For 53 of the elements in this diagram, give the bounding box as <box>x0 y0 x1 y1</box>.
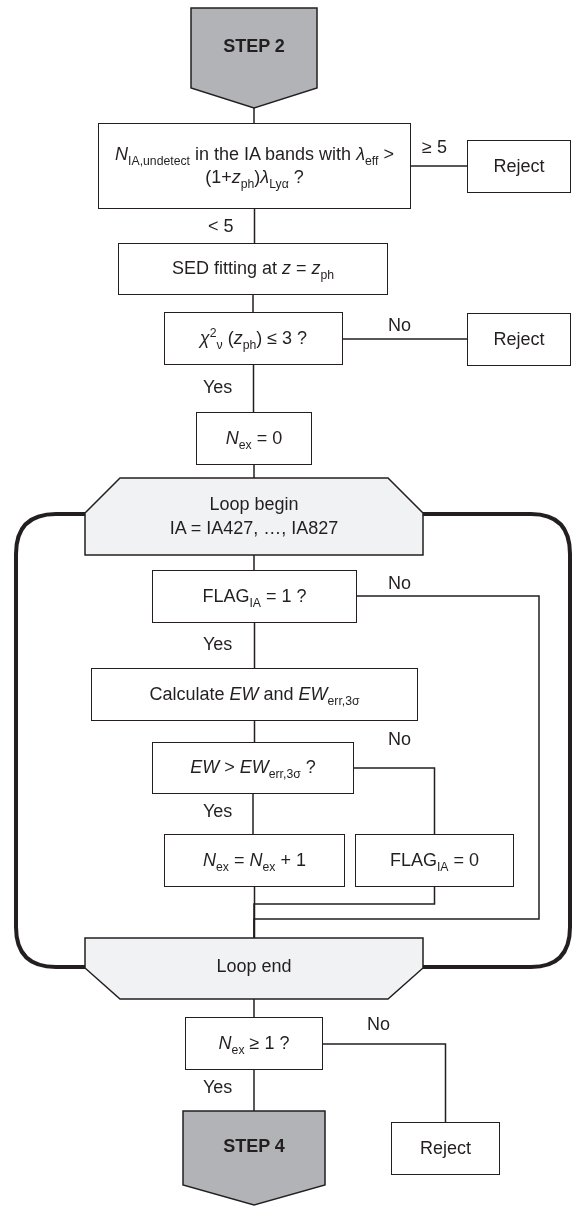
connector-line <box>253 1069 255 1112</box>
connector-line <box>253 622 256 669</box>
offpage-connector-shape <box>183 1111 325 1205</box>
decision-box <box>152 742 354 794</box>
box-text: FLAG$_{IA}$ = 1 ? <box>201 584 308 609</box>
box-text: N$_{IA,undetect}$ in the IA bands with λ$_{eff}$ > (1+z$_{ph}$)λ$_{Lyα}$ ? <box>114 142 395 190</box>
connector-line <box>353 767 436 835</box>
connector-line <box>253 886 436 939</box>
box-text: Reject <box>419 1136 472 1160</box>
box-text: SED fitting at z = z$_{ph}$ <box>170 257 336 281</box>
process-box <box>164 834 345 887</box>
process-box <box>355 834 514 887</box>
loop-bracket-line <box>423 512 572 969</box>
loop-bracket-line <box>14 512 85 969</box>
connector-line <box>253 720 256 743</box>
box-text: IA = IA427, …, IA827 <box>168 516 340 540</box>
connector-line <box>253 998 255 1018</box>
box-text: STEP 4 <box>222 1135 286 1159</box>
offpage-connector-shape <box>191 8 317 108</box>
process-box <box>91 668 418 721</box>
box-text: Reject <box>492 154 546 178</box>
box-text: FLAG$_{IA}$ = 0 <box>388 848 481 873</box>
box-text: EW > EW$_{err,3σ}$ ? <box>189 756 317 780</box>
connector-line <box>322 1043 447 1123</box>
loop-begin-shape <box>85 478 423 555</box>
box-text: N$_{ex}$ ≥ 1 ? <box>217 1031 291 1056</box>
box-text: χ$^{2}$$_{ν}$ (z$_{ph}$) ≤ 3 ? <box>197 326 309 351</box>
box-text: STEP 2 <box>222 35 286 59</box>
decision-box <box>98 123 411 209</box>
box-text: Loop begin <box>208 493 300 517</box>
decision-box <box>185 1017 323 1070</box>
process-box <box>196 412 312 465</box>
connector-line <box>253 208 256 244</box>
connector-line <box>410 165 468 167</box>
box-text: Reject <box>492 327 546 351</box>
connector-line <box>253 554 255 571</box>
box-text: N$_{ex}$ = 0 <box>224 426 284 451</box>
box-text: Calculate EW and EW$_{err,3σ}$ <box>148 682 361 707</box>
connector-line <box>252 364 255 413</box>
process-box <box>118 243 388 295</box>
decision-box <box>152 570 357 623</box>
connector-line <box>342 338 468 340</box>
process-box <box>391 1122 500 1175</box>
process-box <box>467 140 571 193</box>
connector-line <box>253 464 255 479</box>
connector-line <box>252 294 254 313</box>
box-text: N$_{ex}$ = N$_{ex}$ + 1 <box>202 848 307 873</box>
process-box <box>467 313 571 366</box>
loop-end-shape <box>85 938 423 999</box>
box-text: Loop end <box>215 954 293 978</box>
connector-line <box>253 107 255 124</box>
connector-line <box>252 793 254 835</box>
decision-box <box>164 312 343 365</box>
